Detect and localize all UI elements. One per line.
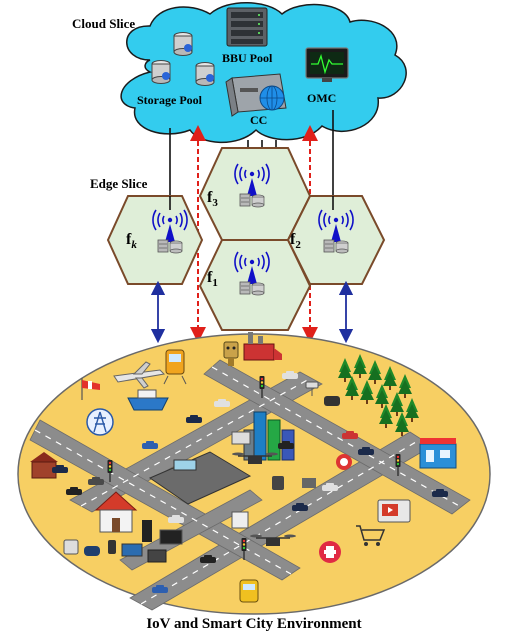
cloud-slice: Cloud Slice Storage Pool (72, 2, 407, 144)
cell-label-f2: f2 (290, 231, 301, 251)
omc-label: OMC (307, 91, 336, 105)
smart-devices-icon (63, 476, 316, 563)
ship-icon (127, 389, 169, 411)
monitor-icon (305, 47, 349, 82)
cell-label-f3: f3 (207, 189, 218, 209)
train-station-icon (163, 349, 187, 385)
robot-icon (223, 341, 239, 366)
windsock-icon (81, 378, 100, 400)
cell-label-fk: fk (126, 231, 137, 251)
shopping-cart-icon (356, 525, 386, 546)
drone-icon (232, 452, 278, 464)
road-markings (34, 366, 462, 605)
cloud-server-icon (225, 73, 287, 117)
drone-icon (250, 534, 296, 546)
cell-label-f1: f1 (207, 269, 218, 289)
router-icon (231, 431, 251, 445)
cloud-slice-title: Cloud Slice (72, 16, 135, 31)
power-tower-icon (86, 408, 114, 436)
server-rack-icon (226, 7, 268, 47)
hospital-icon (319, 541, 341, 563)
game-controller-icon (324, 396, 352, 470)
bbu-pool-label: BBU Pool (222, 51, 273, 65)
edge-slice: Edge Slice fk f3 f1 f2 (90, 147, 386, 331)
house-icon (94, 491, 138, 533)
database-icon (151, 32, 215, 86)
storage-pool-label: Storage Pool (137, 93, 203, 107)
skyscrapers-icon (243, 411, 295, 461)
video-player-icon (377, 499, 411, 523)
parking-lot-icon (148, 451, 252, 505)
shop-building-icon (419, 438, 457, 469)
roads (29, 359, 471, 611)
bus-icon (239, 579, 259, 603)
blue-access-links (150, 280, 354, 344)
city-environment (17, 332, 491, 615)
security-camera-icon (305, 381, 319, 396)
factory-icon (243, 332, 282, 361)
environment-caption: IoV and Smart City Environment (146, 616, 362, 632)
cc-label: CC (250, 113, 267, 127)
edge-slice-title: Edge Slice (90, 176, 148, 191)
airplane-icon (113, 361, 166, 389)
hex-cell-fk (106, 195, 204, 285)
